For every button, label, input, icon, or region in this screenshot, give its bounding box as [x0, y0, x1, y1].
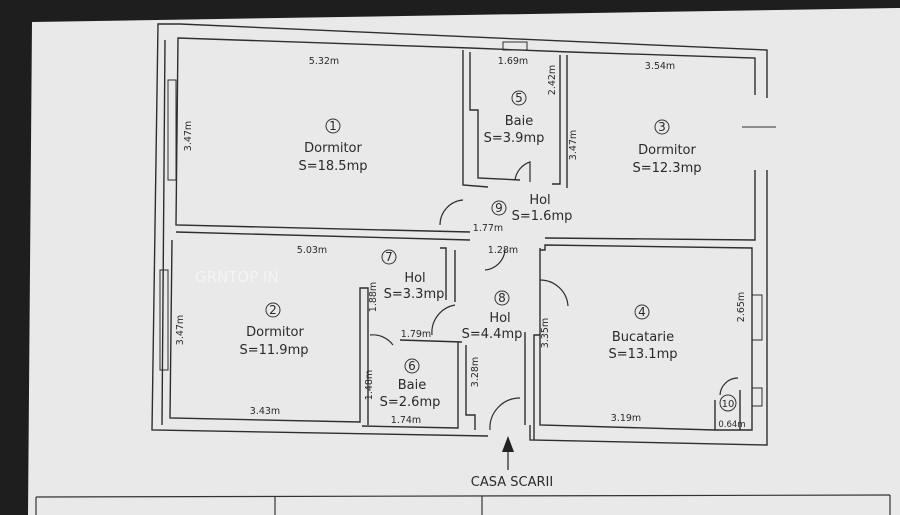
watermark: GRNTOP IN: [195, 268, 279, 286]
dimension-labels: 5.32m 3.47m 1.69m 2.42m 3.54m 3.47m 1.77…: [175, 56, 747, 430]
room-number: 8: [498, 291, 506, 305]
room-area: S=11.9mp: [239, 343, 308, 358]
room-6: 6 Baie S=2.6mp: [380, 358, 441, 410]
room-name: Hol: [404, 271, 425, 286]
room-name: Dormitor: [246, 325, 304, 340]
room-name: Hol: [489, 311, 510, 326]
dim-r5-right: 2.42m: [547, 65, 558, 95]
room-area: S=3.3mp: [384, 287, 445, 302]
room-area: S=12.3mp: [632, 161, 701, 176]
dim-h8-right: 3.35m: [540, 318, 551, 348]
dim-h7-bottom: 1.79m: [401, 329, 431, 340]
room-area: S=3.9mp: [484, 131, 545, 146]
room-name: Bucatarie: [612, 330, 674, 345]
room-name: Dormitor: [638, 143, 696, 158]
room-area: S=4.4mp: [462, 327, 523, 342]
room-name: Hol: [529, 193, 550, 208]
room-name: Baie: [398, 378, 427, 393]
room-area: S=1.6mp: [512, 209, 573, 224]
dim-r10-bottom: 0.64m: [718, 420, 745, 430]
room-2: 2 Dormitor S=11.9mp: [239, 302, 309, 358]
room-4: 4 Bucatarie S=13.1mp: [608, 304, 678, 362]
dim-r1-left: 3.47m: [183, 121, 194, 151]
dim-h7-side: 1.88m: [368, 282, 379, 312]
room-number: 4: [638, 305, 646, 319]
room-number: 1: [329, 119, 337, 133]
dim-r6-bottom: 1.74m: [391, 415, 421, 426]
dim-h8-top: 1.28m: [488, 245, 518, 256]
dim-r3-left: 3.47m: [568, 130, 579, 160]
room-number: 2: [269, 303, 277, 317]
dim-r2-bottom: 3.43m: [250, 406, 280, 417]
dim-r6-side: 1.48m: [364, 370, 375, 400]
paper: [28, 8, 900, 515]
room-area: S=2.6mp: [380, 395, 441, 410]
dim-r5-top: 1.69m: [498, 56, 528, 67]
room-number: 9: [495, 201, 503, 215]
room-area: S=13.1mp: [608, 347, 677, 362]
dim-r2-top: 5.03m: [297, 245, 327, 256]
entrance-label: CASA SCARII: [471, 475, 553, 490]
room-area: S=18.5mp: [298, 159, 367, 174]
room-10: 10: [719, 394, 737, 412]
room-number: 5: [515, 91, 523, 105]
dim-r3-top: 3.54m: [645, 61, 675, 72]
room-7: 7 Hol S=3.3mp: [381, 249, 445, 302]
dim-r2-left: 3.47m: [175, 315, 186, 345]
room-name: Dormitor: [304, 141, 362, 156]
title-block: [35, 494, 891, 515]
dim-h9-bottom: 1.77m: [473, 223, 503, 234]
room-3: 3 Dormitor S=12.3mp: [632, 119, 702, 176]
door-swings: [369, 161, 739, 431]
room-number: 10: [722, 399, 735, 410]
dim-r1-top: 5.32m: [309, 56, 339, 67]
walls: [151, 23, 776, 446]
room-5: 5 Baie S=3.9mp: [484, 90, 545, 146]
room-8: 8 Hol S=4.4mp: [462, 290, 523, 342]
room-number: 3: [658, 120, 666, 134]
room-1: 1 Dormitor S=18.5mp: [298, 118, 368, 174]
entrance-arrow: [502, 436, 514, 470]
room-9: 9 Hol S=1.6mp: [491, 193, 573, 224]
room-number: 6: [408, 359, 416, 373]
room-number: 7: [385, 250, 393, 264]
windows: [159, 79, 776, 407]
room-name: Baie: [505, 114, 534, 129]
dim-r4-right: 2.65m: [736, 292, 747, 322]
dim-h8-left: 3.28m: [470, 357, 481, 387]
dim-r4-bottom: 3.19m: [611, 413, 641, 424]
